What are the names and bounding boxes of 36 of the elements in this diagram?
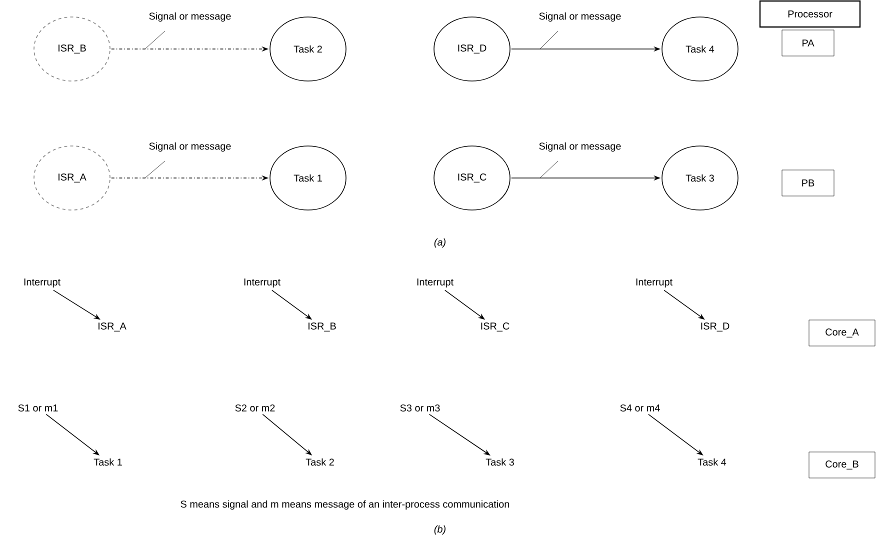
ellipse-node: ISR_D bbox=[434, 16, 510, 82]
figure-caption: (a) bbox=[434, 238, 446, 248]
edge-label: Signal or message bbox=[149, 142, 231, 152]
text-label: Task 4 bbox=[698, 458, 726, 466]
text-label: ISR_A bbox=[98, 322, 126, 332]
ellipse-node: Task 2 bbox=[270, 16, 346, 82]
text-label: S2 or m2 bbox=[235, 404, 275, 412]
label-box: Core_A bbox=[808, 320, 876, 346]
text-label: S3 or m3 bbox=[400, 404, 440, 412]
text-label: Task 3 bbox=[486, 458, 514, 466]
ellipse-node: ISR_B bbox=[34, 16, 110, 82]
label-box: PB bbox=[782, 170, 834, 196]
label-box: Core_B bbox=[808, 452, 876, 478]
ellipse-node: ISR_C bbox=[434, 146, 510, 210]
text-label: ISR_D bbox=[701, 322, 730, 332]
text-label: Interrupt bbox=[636, 278, 672, 288]
text-label: Interrupt bbox=[417, 278, 454, 288]
edge-label: Signal or message bbox=[539, 142, 621, 152]
edge-label: Signal or message bbox=[539, 12, 621, 22]
ellipse-node: ISR_A bbox=[34, 146, 110, 210]
label-box: Processor bbox=[759, 0, 861, 28]
ellipse-node: Task 1 bbox=[270, 146, 346, 210]
text-label: Task 2 bbox=[306, 458, 334, 466]
figure-caption: (b) bbox=[434, 525, 446, 535]
ellipse-node: Task 3 bbox=[662, 146, 738, 210]
text-label: S4 or m4 bbox=[620, 404, 660, 412]
text-label: Interrupt bbox=[24, 278, 60, 288]
text-label: Interrupt bbox=[244, 278, 280, 288]
text-label: S1 or m1 bbox=[18, 404, 58, 412]
ellipse-node: Task 4 bbox=[662, 16, 738, 82]
edge-label: Signal or message bbox=[149, 12, 231, 22]
label-box: PA bbox=[782, 30, 834, 56]
text-label: ISR_C bbox=[481, 322, 510, 332]
text-label: ISR_B bbox=[308, 322, 336, 332]
text-label: Task 1 bbox=[94, 458, 122, 466]
note-text: S means signal and m means message of an inter-process communication bbox=[180, 500, 510, 510]
